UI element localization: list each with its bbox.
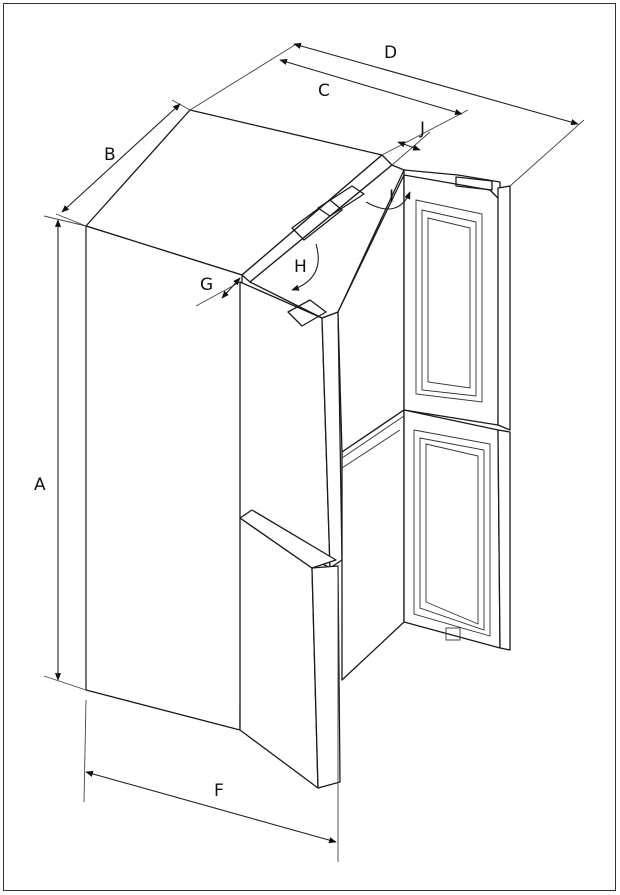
door-hinge-block — [445, 627, 461, 641]
right-door-open — [403, 169, 511, 651]
dim-i-arc — [365, 191, 411, 210]
dimension-lines — [43, 42, 585, 862]
label-i: I — [389, 187, 394, 207]
dim-c-line — [279, 59, 463, 115]
label-f: F — [214, 781, 224, 801]
lower-door-edge — [311, 565, 341, 789]
label-h: H — [294, 257, 307, 277]
label-d: D — [384, 43, 397, 63]
door-inner-strip — [249, 164, 405, 319]
upper-right-door — [403, 169, 501, 426]
label-a: A — [34, 475, 46, 495]
lower-right-door-side — [497, 429, 511, 651]
door-corner-handle — [287, 299, 327, 327]
label-j: J — [419, 119, 425, 139]
top-handle-recess-1 — [291, 199, 343, 241]
top-handle-recess-2 — [317, 185, 365, 217]
lower-door-top — [239, 509, 337, 569]
cabinet-side — [85, 225, 243, 731]
lower-right-door — [403, 409, 501, 649]
left-door-open — [239, 154, 405, 789]
dimension-labels: A B C D F G H I J — [34, 43, 425, 801]
label-c: C — [318, 81, 330, 101]
dim-f-line — [85, 770, 337, 844]
right-door-side — [497, 185, 511, 431]
label-b: B — [104, 145, 116, 165]
right-top-handle — [455, 176, 493, 191]
dim-b-line — [61, 103, 181, 213]
dim-h-arc — [291, 243, 319, 291]
dim-g-line — [221, 277, 241, 299]
dim-j-line — [397, 141, 421, 151]
label-g: G — [200, 275, 213, 295]
dim-d-line — [293, 42, 579, 126]
lower-inner-panel — [341, 409, 405, 681]
